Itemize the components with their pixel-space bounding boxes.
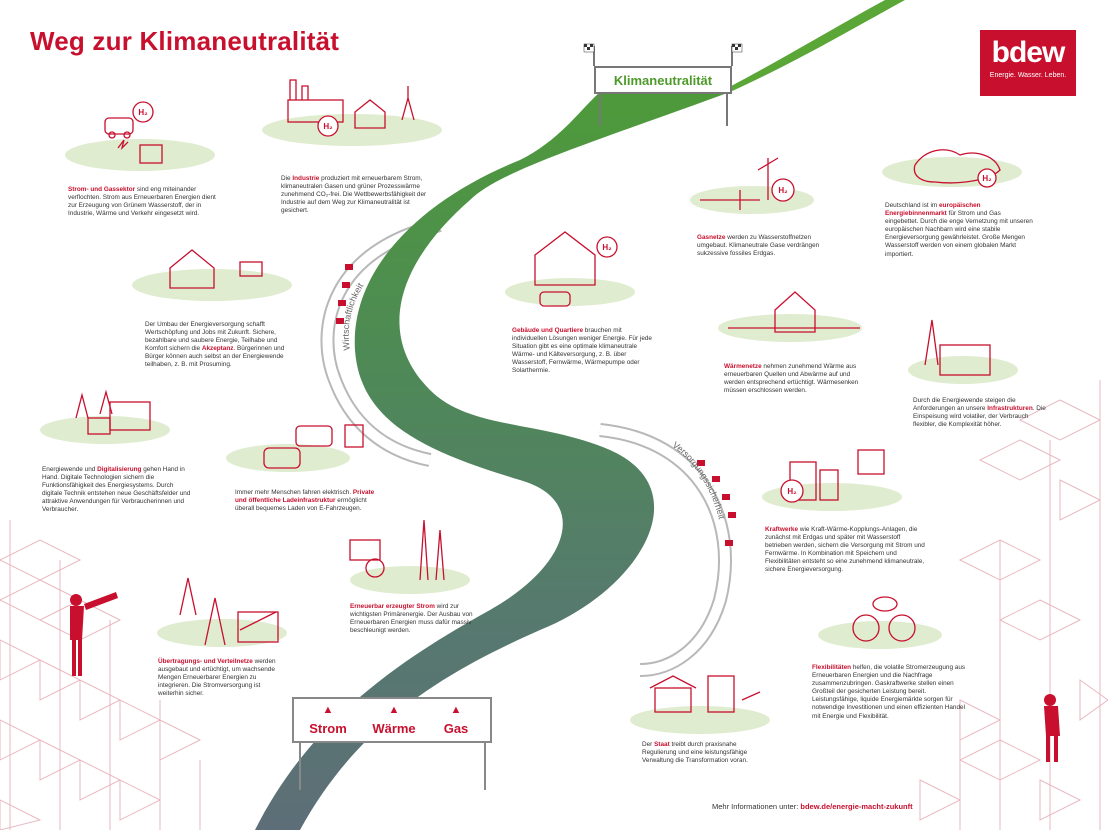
bdew-logo[interactable]: bdew Energie. Wasser. Leben. — [980, 30, 1076, 96]
footer-link[interactable]: bdew.de/energie-macht-zukunft — [800, 802, 913, 811]
block-binnenmarkt: Deutschland ist im europäischen Energieb… — [885, 202, 1033, 258]
block-gasnetze: Gasnetze werden zu Wasserstoffnetzen umg… — [697, 234, 820, 258]
block-akzeptanz: Der Umbau der Energieversorgung schafft … — [145, 321, 285, 369]
green-path — [720, 0, 905, 92]
block-netze: Übertragungs- und Verteilnetze werden au… — [158, 658, 276, 698]
h2-label: H₂ — [982, 174, 992, 183]
h2-label: H₂ — [138, 108, 148, 117]
arrow-up-icon: ▲ — [388, 704, 400, 716]
block-industrie: Die Industrie produziert mit erneuerbare… — [281, 175, 427, 215]
h2-label: H₂ — [787, 487, 797, 496]
footer: Mehr Informationen unter: bdew.de/energi… — [712, 802, 913, 811]
logo-tagline: Energie. Wasser. Leben. — [989, 72, 1067, 79]
block-waermenetze: Wärmenetze nehmen zunehmend Wärme aus er… — [724, 363, 859, 395]
block-gas: Strom- und Gassektor sind eng miteinande… — [68, 186, 216, 218]
goal-sign-label: Klimaneutralität — [613, 72, 713, 88]
block-gebaeude: Gebäude und Quartiere brauchen mit indiv… — [512, 327, 652, 375]
lattice-right — [919, 380, 1108, 830]
person-climbing-icon — [1044, 694, 1060, 762]
h2-label: H₂ — [602, 243, 612, 252]
arrow-up-icon: ▲ — [322, 704, 334, 716]
block-ee: Erneuerbar erzeugter Strom wird zur wich… — [350, 603, 473, 635]
arrow-up-icon: ▲ — [450, 704, 462, 716]
arc-flags — [336, 264, 736, 546]
person-telescope-icon — [70, 592, 118, 676]
footer-label: Mehr Informationen unter: — [712, 802, 801, 811]
block-laden: Immer mehr Menschen fahren elektrisch. P… — [235, 489, 375, 513]
h2-label: H₂ — [778, 186, 788, 195]
road — [255, 92, 730, 830]
block-flex: Flexibilitäten helfen, die volatile Stro… — [812, 664, 966, 720]
h2-icons — [132, 101, 997, 503]
bottom-sign: ▲ Strom ▲ Wärme ▲ Gas — [292, 697, 492, 743]
scene-icons — [75, 79, 1001, 713]
block-digital: Energiewende und Digitalisierung gehen H… — [42, 466, 191, 514]
bottom-sign-item: ▲ Gas — [426, 704, 486, 737]
block-infra: Durch die Energiewende steigen die Anfor… — [913, 397, 1046, 429]
checkered-flags — [583, 43, 743, 53]
h2-label: H₂ — [323, 122, 333, 131]
bottom-sign-item: ▲ Wärme — [364, 704, 424, 737]
page-title: Weg zur Klimaneutralität — [30, 26, 340, 56]
block-kraftwerke: Kraftwerke wie Kraft-Wärme-Kopplungs-Anl… — [765, 526, 925, 574]
h2-labels: H₂ H₂ H₂ H₂ H₂ H₂ — [138, 108, 992, 496]
goal-sign: Klimaneutralität — [594, 66, 732, 94]
bottom-sign-item: ▲ Strom — [298, 704, 358, 737]
block-staat: Der Staat treibt durch praxisnahe Reguli… — [642, 741, 748, 765]
logo-wordmark: bdew — [991, 36, 1066, 69]
